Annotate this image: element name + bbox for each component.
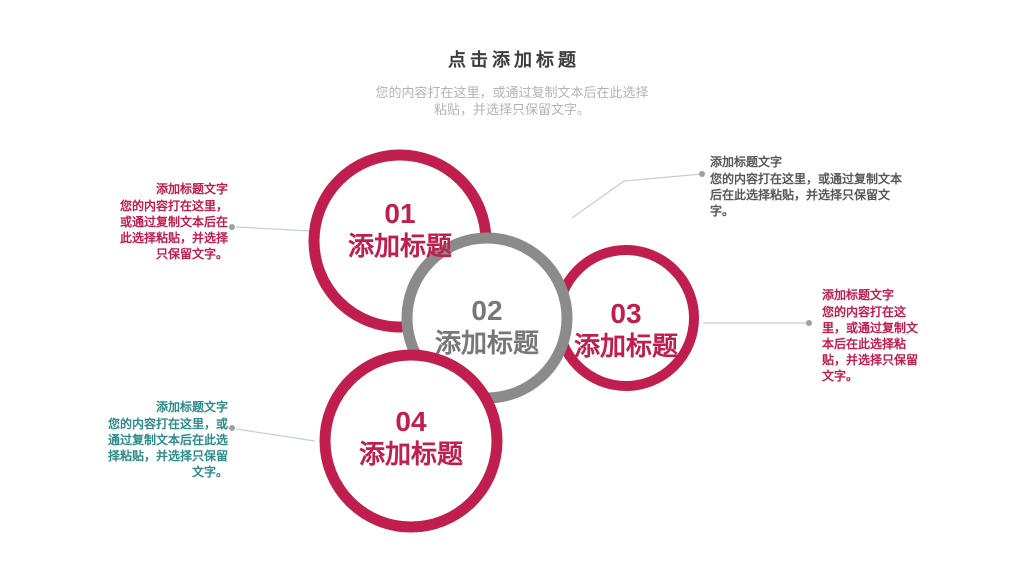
callout-right-heading: 添加标题文字 bbox=[822, 288, 895, 302]
circle-01-title: 添加标题 bbox=[347, 231, 453, 261]
leader-lines-group bbox=[229, 171, 812, 442]
circle-03-number: 03 bbox=[610, 298, 642, 329]
circle-04-number: 04 bbox=[395, 406, 427, 437]
slide-title: 点击添加标题 bbox=[448, 50, 580, 70]
leader-dot-left-top bbox=[229, 224, 235, 230]
circle-03-label-group: 03 添加标题 bbox=[574, 299, 678, 363]
circle-01-number: 01 bbox=[384, 198, 416, 229]
callout-left-top-body: 您的内容打在这里，或通过复制文本后在此选择粘贴，并选择只保留文字。 bbox=[119, 199, 228, 261]
callout-bottom-left-heading: 添加标题文字 bbox=[155, 400, 228, 414]
circle-04-label-group: 04 添加标题 bbox=[359, 407, 463, 471]
circle-02-title: 添加标题 bbox=[434, 328, 540, 358]
callout-bottom-left-body: 您的内容打在这里，或通过复制文本后在此选择粘贴，并选择只保留文字。 bbox=[107, 417, 228, 479]
circle-04-ring bbox=[319, 349, 503, 533]
callout-top-right-heading: 添加标题文字 bbox=[710, 155, 783, 169]
circle-04-title: 添加标题 bbox=[358, 439, 464, 469]
callout-right: 添加标题文字 您的内容打在这里，或通过复制文本后在此选择粘贴，并选择只保留文字。 bbox=[822, 287, 928, 384]
callout-right-body: 您的内容打在这里，或通过复制文本后在此选择粘贴，并选择只保留文字。 bbox=[822, 305, 919, 383]
circle-rings-group bbox=[308, 149, 699, 533]
callout-top-right: 添加标题文字 您的内容打在这里，或通过复制文本后在此选择粘贴，并选择只保留文字。 bbox=[710, 154, 910, 219]
leader-line-top-right bbox=[571, 173, 703, 219]
circle-02-label-group: 02 添加标题 bbox=[435, 296, 539, 360]
leader-dot-bottom-left bbox=[229, 425, 235, 431]
callout-left-top-heading: 添加标题文字 bbox=[155, 182, 228, 196]
callout-top-right-body: 您的内容打在这里，或通过复制文本后在此选择粘贴，并选择只保留文字。 bbox=[710, 172, 903, 218]
circle-03-title: 添加标题 bbox=[573, 331, 679, 361]
circle-02-number: 02 bbox=[471, 295, 503, 326]
leader-line-left-top bbox=[235, 226, 312, 232]
circle-01-label-group: 01 添加标题 bbox=[348, 199, 452, 263]
leader-dot-right bbox=[806, 320, 812, 326]
leader-dot-top-right bbox=[699, 171, 705, 177]
callout-left-top: 添加标题文字 您的内容打在这里，或通过复制文本后在此选择粘贴，并选择只保留文字。 bbox=[112, 181, 228, 262]
slide-subtitle: 您的内容打在这里，或通过复制文本后在此选择粘贴，并选择只保留文字。 bbox=[375, 85, 649, 117]
callout-bottom-left: 添加标题文字 您的内容打在这里，或通过复制文本后在此选择粘贴，并选择只保留文字。 bbox=[106, 399, 228, 480]
leader-line-bottom-left bbox=[235, 428, 316, 442]
